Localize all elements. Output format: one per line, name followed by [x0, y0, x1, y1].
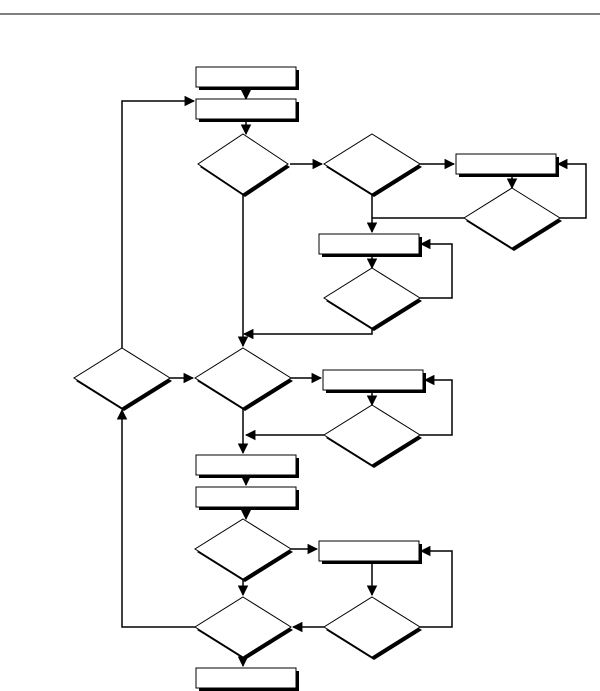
process-box-frame [318, 233, 420, 255]
decision-diamond-frame [194, 347, 292, 409]
decision-diamond-d9 [194, 596, 293, 660]
decision-diamond-frame [194, 518, 292, 580]
process-box-frame [455, 153, 557, 175]
decision-diamond-d4 [323, 267, 422, 331]
process-box-frame [195, 98, 297, 120]
decision-diamond-frame [323, 133, 421, 195]
decision-diamond-frame [197, 133, 289, 195]
process-box-frame [195, 454, 297, 476]
connector-arrow [121, 95, 196, 348]
process-box-p8 [318, 540, 422, 564]
connector-arrow [419, 238, 453, 299]
connector-arrow [419, 545, 453, 628]
process-box-p5 [322, 369, 426, 393]
decision-diamond-frame [194, 596, 292, 658]
decision-diamond-frame [323, 404, 421, 466]
process-box-frame [195, 486, 297, 508]
process-box-frame [322, 369, 424, 391]
process-box-p4 [318, 233, 422, 257]
process-box-p6 [195, 454, 299, 478]
decision-diamond-d5 [73, 347, 172, 411]
decision-diamond-d8 [194, 518, 293, 582]
decision-diamond-d7 [323, 404, 422, 468]
process-box-p9 [195, 667, 299, 691]
connector-arrow [556, 158, 587, 219]
decision-diamond-frame [323, 267, 421, 329]
process-box-frame [318, 540, 420, 562]
process-box-p3 [455, 153, 559, 177]
decision-diamond-d3 [463, 187, 562, 251]
process-box-frame [195, 667, 297, 689]
connector-arrow [420, 374, 453, 436]
decision-diamond-frame [323, 596, 421, 658]
connector-arrow [116, 408, 195, 628]
process-box-p7 [195, 486, 299, 510]
decision-diamond-frame [463, 187, 561, 249]
decision-diamond-d1 [197, 133, 290, 197]
decision-diamond-d10 [323, 596, 422, 660]
decision-diamond-d6 [194, 347, 293, 411]
process-box-p2 [195, 98, 299, 122]
process-box-frame [195, 66, 297, 88]
process-box-p1 [195, 66, 299, 90]
decision-diamond-frame [73, 347, 171, 409]
decision-diamond-d2 [323, 133, 422, 197]
connector-arrow [242, 328, 373, 340]
